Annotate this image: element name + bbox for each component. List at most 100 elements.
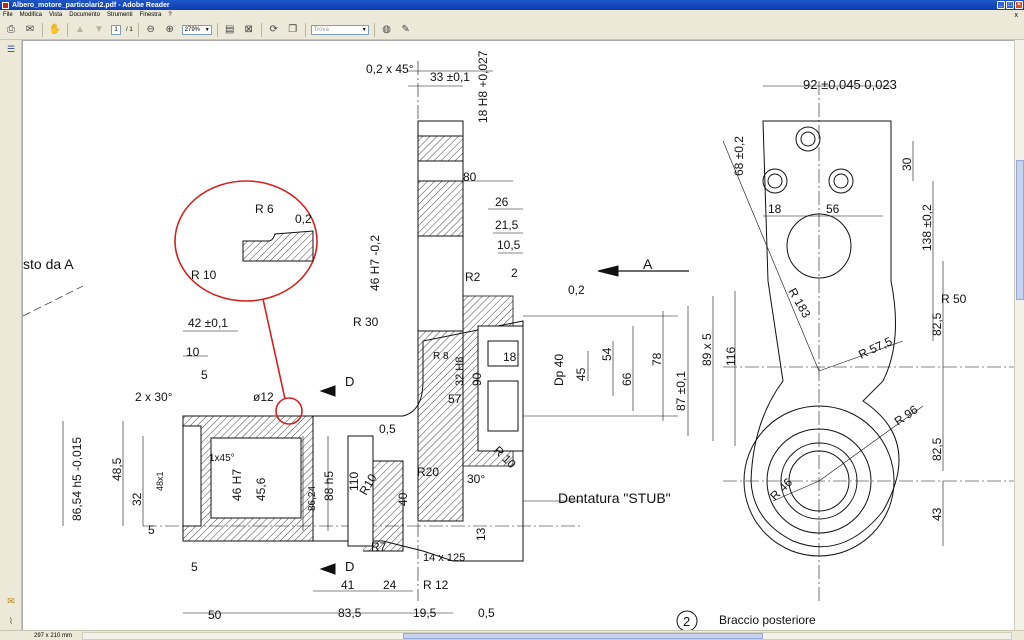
view-arrow-label: A	[643, 256, 653, 272]
dim-right: 43	[930, 507, 944, 521]
dim-left: 50	[208, 608, 222, 622]
dim-right: R 57,5	[856, 334, 894, 362]
toolbar: ⎙ ✉ ✋ ▲ ▼ 1 / 1 ⊖ ⊕ 279%▼ ▤ ⊠ ⟳ ❐ Trova▼…	[0, 20, 1024, 40]
dim-left: 5	[191, 560, 198, 574]
document-close-icon[interactable]: x	[1014, 11, 1019, 19]
dim-left: 48,5	[110, 457, 124, 481]
menu-finestra[interactable]: Finestra	[139, 12, 162, 18]
dim-left: 32 H8	[454, 357, 466, 386]
dim-left: 13	[474, 527, 488, 541]
next-page-icon[interactable]: ▼	[94, 24, 104, 35]
zoom-value: 279%	[184, 26, 201, 33]
dim-left: 0,5	[379, 422, 396, 436]
attachments-icon[interactable]: ⌇	[8, 616, 14, 626]
dim-left: R7	[371, 540, 387, 554]
dim-left: 86,54 h5 -0,015	[70, 437, 84, 521]
dim-left: 2 x 30°	[135, 390, 173, 404]
dim-center: Dp 40	[552, 354, 566, 386]
dim-left: 18	[503, 350, 517, 364]
detail-view	[242, 230, 314, 262]
zoom-in-icon[interactable]: ⊕	[165, 24, 174, 35]
vertical-scroll-thumb[interactable]	[1016, 160, 1024, 300]
horizontal-scroll-thumb[interactable]	[403, 633, 763, 639]
detail-radius-6: R 6	[255, 202, 274, 216]
menu-strumenti[interactable]: Strumenti	[106, 12, 133, 18]
dim-top: 18 H8 +0,027	[476, 50, 490, 123]
bookmarks-icon[interactable]: ☰	[6, 44, 16, 54]
fit-width-icon[interactable]: ⊠	[244, 24, 253, 35]
dim-left: 40	[396, 492, 410, 506]
menu-documento[interactable]: Documento	[69, 12, 100, 18]
part-number-circle	[676, 610, 698, 630]
menu-vista[interactable]: Vista	[49, 12, 63, 18]
dim-center: 116	[724, 347, 738, 366]
status-bar: 297 x 210 mm	[0, 630, 1024, 640]
dim-top: 0,2	[568, 283, 585, 297]
globe-icon[interactable]: ◍	[382, 24, 392, 35]
dim-left: R 30	[353, 315, 379, 329]
dim-center: 45	[574, 367, 588, 381]
zoom-out-icon[interactable]: ⊖	[146, 24, 155, 35]
menu-bar: File Modifica Vista Documento Strumenti …	[0, 10, 1024, 20]
email-icon[interactable]: ✉	[25, 24, 35, 35]
arm-dimension-lines	[722, 85, 944, 546]
previous-page-icon[interactable]: ▲	[75, 24, 85, 35]
dim-top: 80	[463, 170, 477, 184]
toolbar-separator	[216, 22, 218, 37]
comments-icon[interactable]: ✉	[7, 596, 15, 606]
part-name: Braccio posteriore	[719, 613, 816, 627]
section-line	[23, 285, 84, 317]
menu-modifica[interactable]: Modifica	[19, 12, 43, 18]
dim-left: 0,5	[478, 606, 495, 620]
find-input[interactable]: Trova▼	[310, 24, 369, 35]
hand-tool-icon[interactable]: ✋	[48, 24, 62, 35]
toolbar-separator	[304, 22, 306, 37]
dim-left: 46 H7	[230, 469, 244, 501]
toolbar-separator	[260, 22, 262, 37]
part-number: 2	[683, 614, 690, 629]
section-label-bottom: D	[345, 559, 354, 574]
dim-top: 2	[511, 266, 518, 280]
dimension-lines	[62, 70, 736, 614]
horizontal-scrollbar[interactable]	[82, 632, 1012, 640]
dim-left: 14 x 125	[423, 552, 465, 564]
detail-chamfer: 0,2	[295, 212, 312, 226]
page-number-input[interactable]: 1	[111, 24, 121, 35]
left-view-label: sto da A	[23, 256, 74, 272]
dim-top: 33 ±0,1	[430, 70, 470, 84]
dim-left: 32	[130, 492, 144, 506]
dim-left: 90	[470, 372, 484, 386]
dim-left: 86,24	[307, 486, 318, 511]
zoom-select[interactable]: 279%▼	[181, 24, 212, 35]
dim-right: 68 ±0,2	[732, 136, 746, 176]
page-total: / 1	[126, 26, 133, 33]
dim-center: 66	[620, 372, 634, 386]
rotate-icon[interactable]: ⟳	[269, 24, 278, 35]
close-icon[interactable]: ×	[1015, 1, 1023, 9]
section-arrows	[319, 385, 336, 575]
minimize-icon[interactable]: _	[997, 1, 1005, 9]
dim-right: R 46	[767, 475, 795, 503]
dim-center: 46 H7 -0,2	[368, 235, 382, 291]
chevron-down-icon: ▼	[204, 26, 210, 33]
collaborate-icon[interactable]: ✎	[401, 24, 410, 35]
dim-top: 21,5	[495, 218, 519, 232]
dim-left: 41	[341, 578, 355, 592]
maximize-icon[interactable]: □	[1006, 1, 1014, 9]
print-icon[interactable]: ⎙	[7, 24, 15, 35]
dim-center: 54	[600, 347, 614, 361]
vertical-scrollbar[interactable]	[1014, 40, 1024, 630]
dim-left: 19,5	[413, 606, 437, 620]
dim-left: R 12	[423, 578, 449, 592]
menu-help[interactable]: ?	[168, 12, 172, 18]
toolbar-separator	[137, 22, 139, 37]
dim-left: 110	[347, 472, 361, 491]
dim-center: 87 ±0,1	[674, 371, 688, 411]
fit-page-icon[interactable]: ▤	[224, 24, 235, 35]
dim-left: 30°	[467, 472, 485, 486]
dim-left: 10	[186, 345, 200, 359]
dim-top: 10,5	[497, 238, 521, 252]
page-layout-icon[interactable]: ❐	[288, 24, 298, 35]
menu-file[interactable]: File	[3, 12, 13, 18]
